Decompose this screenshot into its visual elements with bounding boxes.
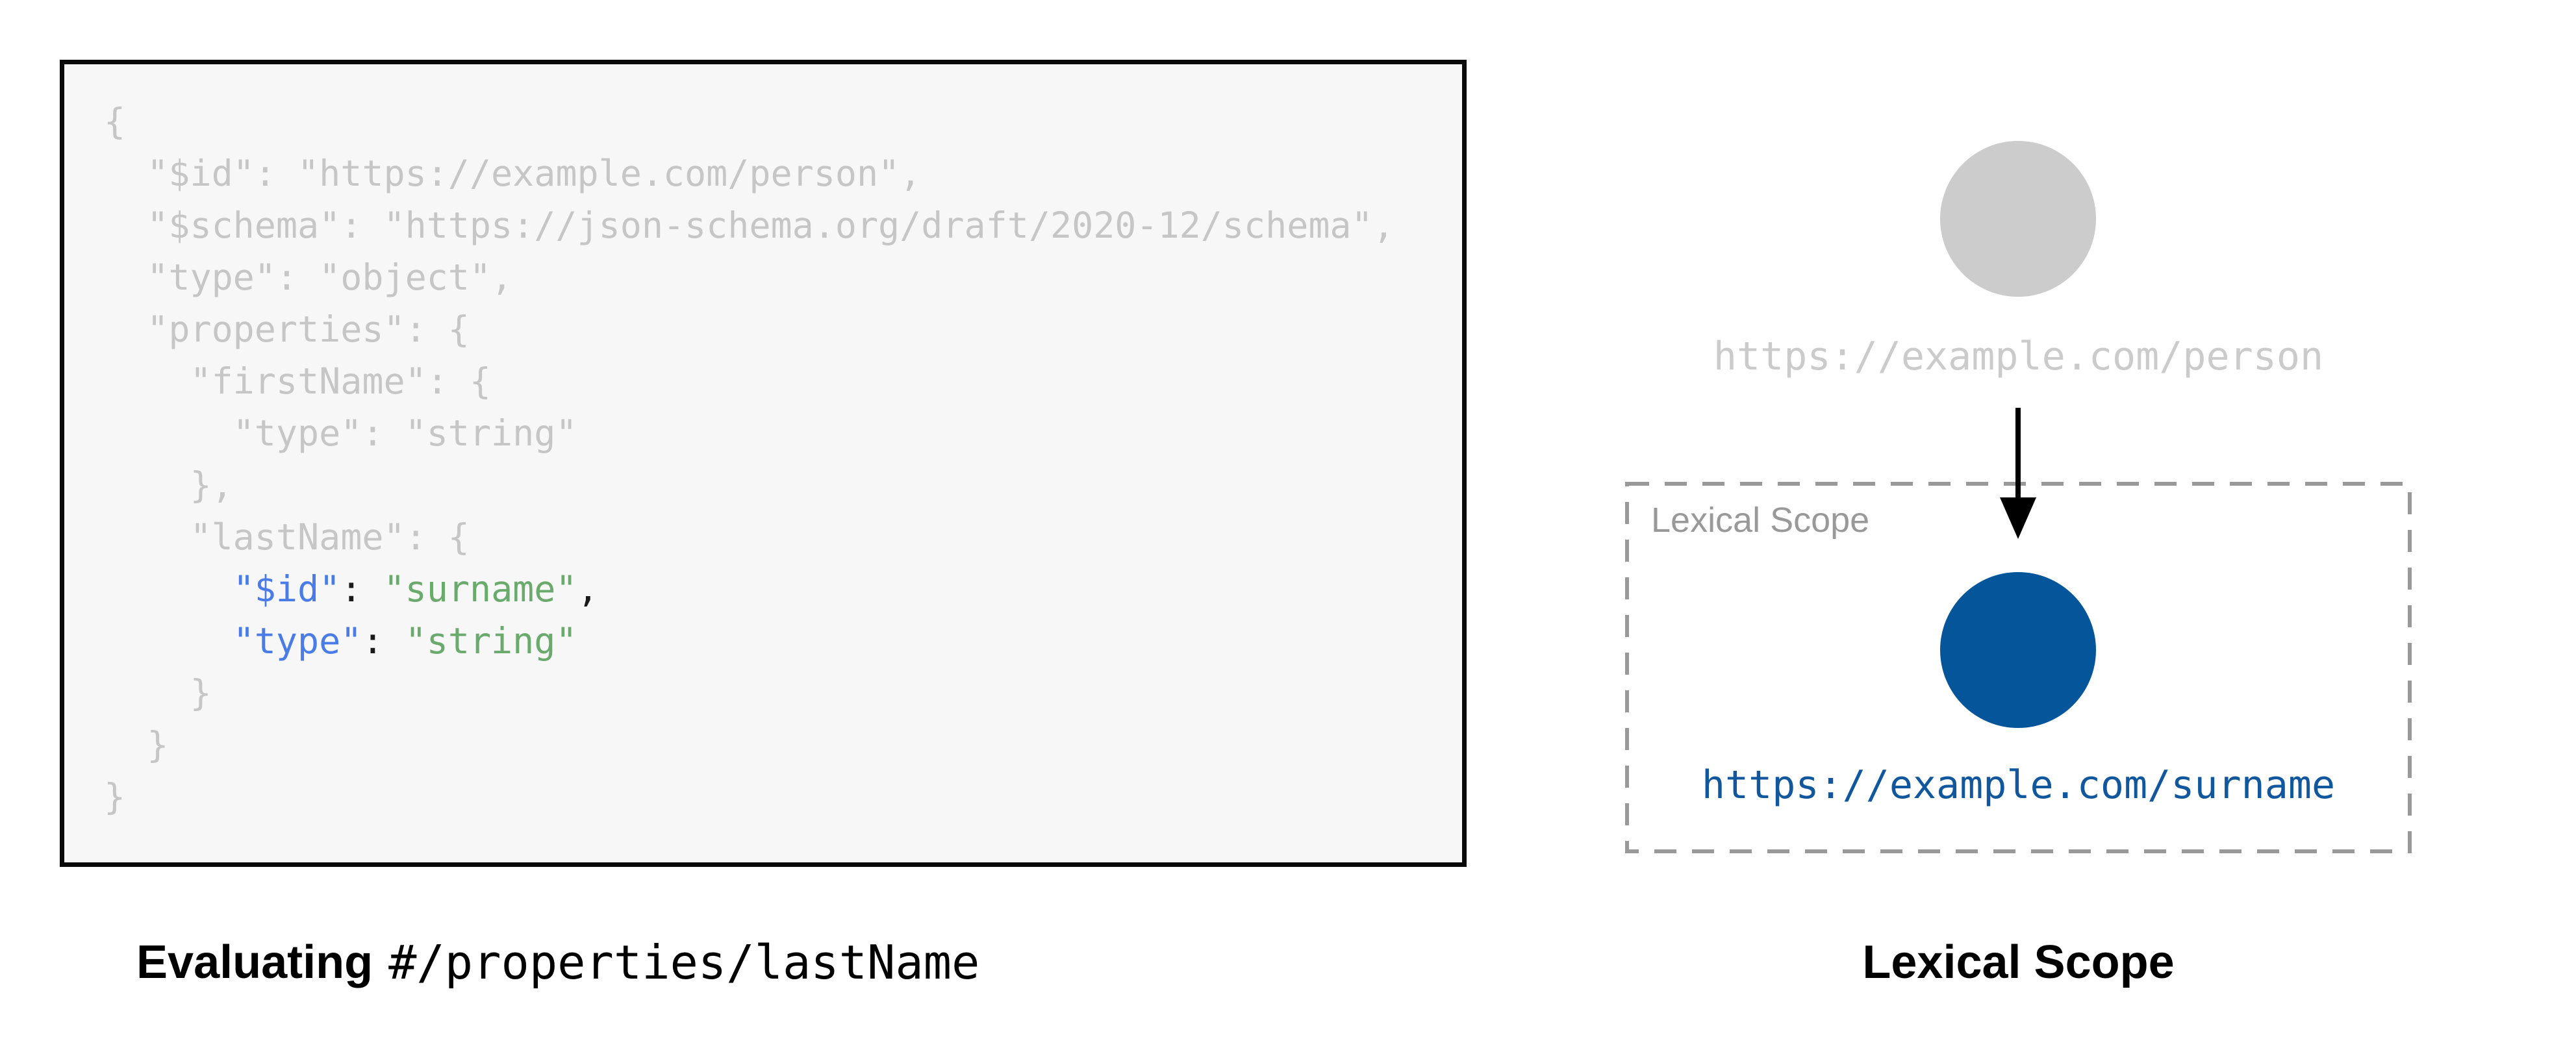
surname-schema-node <box>1940 572 2096 728</box>
left-caption-json-pointer: #/properties/lastName <box>388 935 980 990</box>
code-line: }, <box>104 464 233 506</box>
code-line: "$id": "https://example.com/person", <box>104 153 922 194</box>
code-line: "$id": "surname", <box>233 568 599 610</box>
code-line: "$schema": "https://json-schema.org/draf… <box>104 205 1395 246</box>
surname-uri-label: https://example.com/surname <box>1701 762 2336 808</box>
json-schema-code-panel: { "$id": "https://example.com/person", "… <box>60 60 1467 867</box>
code-line: "properties": { <box>104 308 470 350</box>
right-caption: Lexical Scope <box>1862 936 2175 988</box>
code-line: "type": "object", <box>104 257 513 298</box>
code-line: "firstName": { <box>104 360 492 402</box>
code-line: } <box>104 776 126 818</box>
arrow-down-icon <box>2000 408 2036 539</box>
json-schema-code: { "$id": "https://example.com/person", "… <box>64 64 1462 823</box>
code-line: } <box>104 724 169 766</box>
person-uri-label: https://example.com/person <box>1713 334 2324 379</box>
code-line: "type": "string" <box>233 620 577 662</box>
code-line: } <box>104 672 212 714</box>
left-caption: Evaluating #/properties/lastName <box>136 930 979 995</box>
person-schema-node <box>1940 141 2096 297</box>
left-caption-bold: Evaluating <box>136 936 373 988</box>
code-line: { <box>104 101 126 142</box>
lexical-scope-box-label: Lexical Scope <box>1651 501 1870 540</box>
code-line: "type": "string" <box>104 412 577 454</box>
code-line: "lastName": { <box>104 516 470 558</box>
